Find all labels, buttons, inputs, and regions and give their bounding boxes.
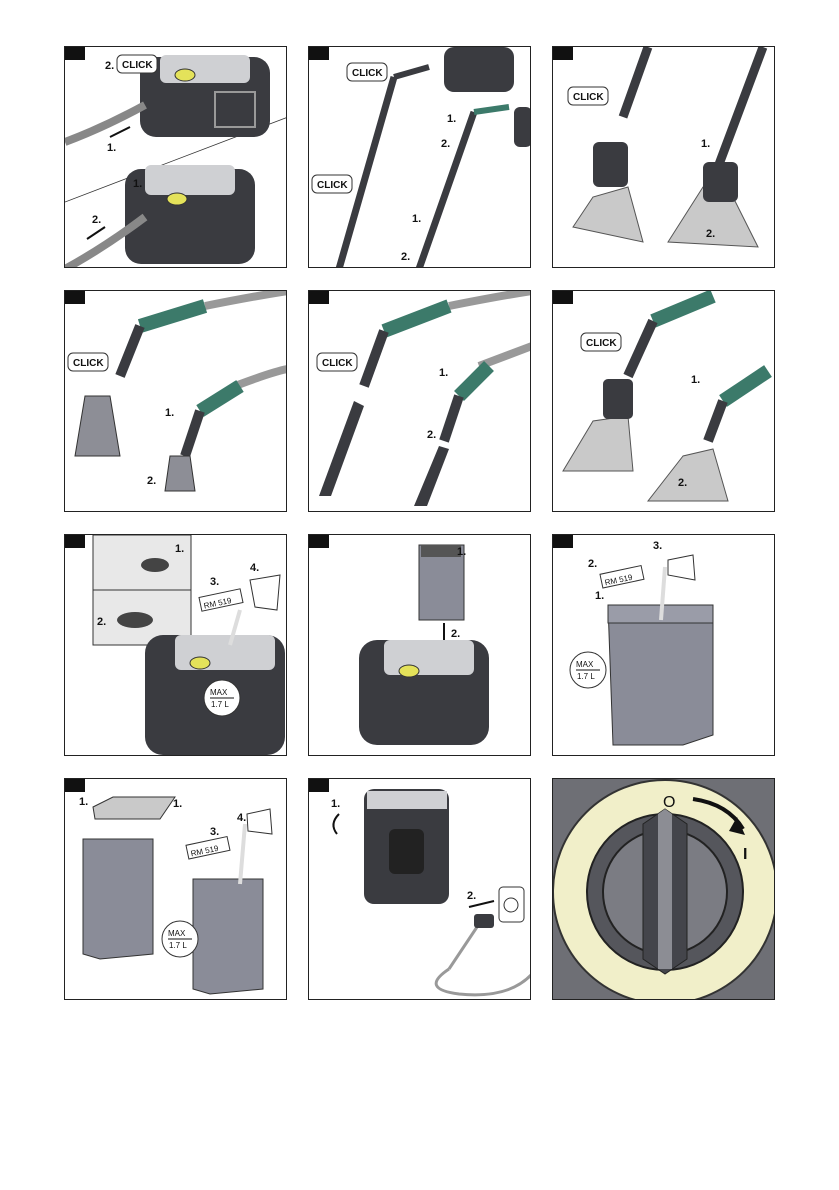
max-fill-badge: MAX 1.7 L	[204, 680, 240, 716]
svg-text:2.: 2.	[451, 628, 460, 640]
svg-text:1.7 L: 1.7 L	[577, 672, 595, 681]
svg-text:3.: 3.	[653, 540, 662, 552]
illustration-hand-nozzle: CLICK 1. 2.	[65, 291, 287, 512]
svg-text:2.: 2.	[467, 890, 476, 902]
svg-text:1.: 1.	[412, 213, 421, 225]
svg-text:1.: 1.	[173, 798, 182, 810]
figure-attach-crevice-nozzle: CLICK 1. 2.	[308, 290, 531, 512]
svg-text:CLICK: CLICK	[352, 68, 383, 79]
click-callout: CLICK	[312, 175, 352, 193]
click-callout: CLICK	[317, 353, 357, 371]
figure-fill-tank-at-tap: 3. 2. 1. RM 519 MAX 1.7 L	[552, 534, 775, 756]
illustration-fill-tank-at-tap: 3. 2. 1. RM 519 MAX 1.7 L	[553, 535, 775, 756]
figure-attach-hand-nozzle: CLICK 1. 2.	[64, 290, 287, 512]
svg-text:2.: 2.	[92, 214, 101, 226]
svg-text:CLICK: CLICK	[322, 358, 353, 369]
illustration-fill-tank-in-device: 1. 2. 4. 3. RM 519 MAX 1.7 L	[65, 535, 287, 756]
svg-text:1.: 1.	[691, 374, 700, 386]
svg-text:1.7 L: 1.7 L	[169, 941, 187, 950]
svg-text:2.: 2.	[706, 228, 715, 240]
svg-text:2.: 2.	[147, 475, 156, 487]
detergent-label: RM 519	[199, 589, 243, 611]
illustration-remove-tank: 1. 2.	[309, 535, 531, 756]
click-callout: CLICK	[68, 353, 108, 371]
figure-power-switch: O I	[552, 778, 775, 1000]
svg-text:1.: 1.	[79, 796, 88, 808]
detergent-label: RM 519	[186, 837, 230, 859]
figure-attach-upholstery-nozzle: CLICK 1. 2.	[552, 290, 775, 512]
illustration-connect-power-plug: 1. 2.	[309, 779, 531, 1000]
svg-text:CLICK: CLICK	[122, 60, 153, 71]
illustration-power-switch: O I	[553, 779, 775, 1000]
svg-text:1.: 1.	[701, 138, 710, 150]
figure-attach-floor-nozzle: CLICK 1. 2.	[552, 46, 775, 268]
svg-text:2.: 2.	[678, 477, 687, 489]
figure-attach-hose: CLICK 2. 1. 1. 2.	[64, 46, 287, 268]
svg-text:2.: 2.	[427, 429, 436, 441]
svg-text:4.: 4.	[250, 562, 259, 574]
svg-text:CLICK: CLICK	[73, 358, 104, 369]
illustration-floor-nozzle: CLICK 1. 2.	[553, 47, 775, 268]
svg-text:2.: 2.	[105, 60, 114, 72]
svg-text:1.: 1.	[107, 142, 116, 154]
svg-text:1.: 1.	[447, 113, 456, 125]
svg-text:2.: 2.	[401, 251, 410, 263]
svg-text:1.: 1.	[331, 798, 340, 810]
illustration-attach-hose: CLICK 2. 1. 1. 2.	[65, 47, 287, 268]
svg-text:3.: 3.	[210, 576, 219, 588]
svg-text:2.: 2.	[588, 558, 597, 570]
svg-text:4.: 4.	[237, 812, 246, 824]
switch-off-label: O	[663, 794, 675, 811]
svg-text:MAX: MAX	[576, 660, 594, 669]
figure-connect-power-plug: 1. 2.	[308, 778, 531, 1000]
svg-text:1.: 1.	[175, 543, 184, 555]
svg-text:1.: 1.	[439, 367, 448, 379]
switch-on-label: I	[743, 846, 747, 863]
illustration-fill-removed-tank: 1. 1. 2. 4. 3. RM 519 MAX 1.7 L	[65, 779, 287, 1000]
figure-remove-tank: 1. 2.	[308, 534, 531, 756]
figure-attach-extension-tubes: CLICK CLICK 1. 2. 1. 2.	[308, 46, 531, 268]
svg-text:2.: 2.	[97, 616, 106, 628]
click-callout: CLICK	[581, 333, 621, 351]
svg-text:CLICK: CLICK	[317, 180, 348, 191]
illustration-extension-tubes: CLICK CLICK 1. 2. 1. 2.	[309, 47, 531, 268]
click-callout: CLICK	[347, 63, 387, 81]
svg-text:CLICK: CLICK	[573, 92, 604, 103]
svg-text:1.: 1.	[133, 178, 142, 190]
svg-text:MAX: MAX	[168, 929, 186, 938]
svg-text:1.: 1.	[165, 407, 174, 419]
max-fill-badge: MAX 1.7 L	[570, 652, 606, 688]
click-callout: CLICK	[568, 87, 608, 105]
illustration-crevice-nozzle: CLICK 1. 2.	[309, 291, 531, 512]
figure-fill-removed-tank: 1. 1. 2. 4. 3. RM 519 MAX 1.7 L	[64, 778, 287, 1000]
svg-text:CLICK: CLICK	[586, 338, 617, 349]
svg-text:3.: 3.	[210, 826, 219, 838]
figure-fill-tank-in-device: 1. 2. 4. 3. RM 519 MAX 1.7 L	[64, 534, 287, 756]
svg-text:MAX: MAX	[210, 688, 228, 697]
svg-text:1.7 L: 1.7 L	[211, 700, 229, 709]
svg-text:2.: 2.	[441, 138, 450, 150]
click-callout: CLICK	[117, 55, 157, 73]
svg-text:1.: 1.	[595, 590, 604, 602]
detergent-label: RM 519	[600, 566, 644, 588]
svg-text:1.: 1.	[457, 546, 466, 558]
illustration-upholstery-nozzle: CLICK 1. 2.	[553, 291, 775, 512]
max-fill-badge: MAX 1.7 L	[162, 921, 198, 957]
